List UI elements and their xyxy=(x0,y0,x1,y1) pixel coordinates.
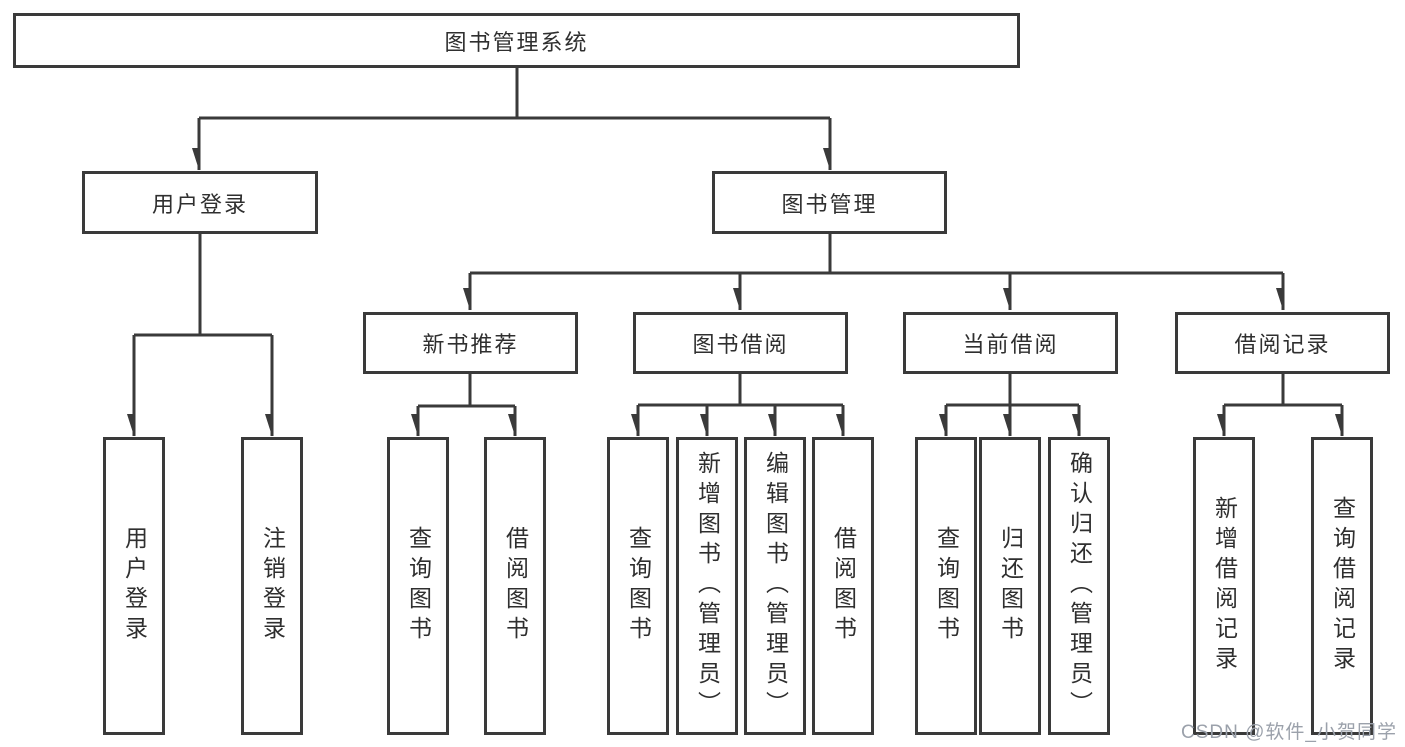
leaf-user-login-label: 用户登录 xyxy=(121,526,148,646)
leaf-return-books-label: 归还图书 xyxy=(997,526,1024,646)
leaf-confirm-return-admin: 确认归还（管理员） xyxy=(1048,437,1110,735)
watermark: CSDN @软件_小贺同学 xyxy=(1181,722,1397,743)
leaf-add-borrow-record: 新增借阅记录 xyxy=(1193,437,1255,735)
node-borrowing-records-label: 借阅记录 xyxy=(1234,332,1331,357)
node-borrowing-records: 借阅记录 xyxy=(1175,312,1390,374)
leaf-edit-book-admin-label: 编辑图书（管理员） xyxy=(762,451,789,721)
node-book-management: 图书管理 xyxy=(712,171,947,234)
node-root-label: 图书管理系统 xyxy=(444,29,589,55)
leaf-add-borrow-record-label: 新增借阅记录 xyxy=(1211,496,1238,676)
leaf-query-books-current: 查询图书 xyxy=(915,437,977,735)
node-user-login-label: 用户登录 xyxy=(151,191,248,217)
leaf-add-book-admin-label: 新增图书（管理员） xyxy=(694,451,721,721)
leaf-edit-book-admin: 编辑图书（管理员） xyxy=(744,437,806,735)
leaf-add-book-admin: 新增图书（管理员） xyxy=(676,437,738,735)
node-new-book-recommendation-label: 新书推荐 xyxy=(422,332,519,357)
leaf-logout: 注销登录 xyxy=(241,437,303,735)
leaf-logout-label: 注销登录 xyxy=(259,526,286,646)
node-current-borrowing-label: 当前借阅 xyxy=(962,332,1059,357)
leaf-query-books-current-label: 查询图书 xyxy=(933,526,960,646)
leaf-query-books-borrowing: 查询图书 xyxy=(607,437,669,735)
leaf-query-borrow-record-label: 查询借阅记录 xyxy=(1329,496,1356,676)
leaf-borrow-books-recommend: 借阅图书 xyxy=(484,437,546,735)
node-book-management-label: 图书管理 xyxy=(781,191,878,217)
leaf-borrow-books-borrowing-label: 借阅图书 xyxy=(830,526,857,646)
leaf-query-books-recommend: 查询图书 xyxy=(387,437,449,735)
node-book-borrowing: 图书借阅 xyxy=(633,312,848,374)
leaf-query-borrow-record: 查询借阅记录 xyxy=(1311,437,1373,735)
node-user-login: 用户登录 xyxy=(82,171,318,234)
leaf-confirm-return-admin-label: 确认归还（管理员） xyxy=(1066,451,1093,721)
node-root: 图书管理系统 xyxy=(13,13,1020,68)
leaf-borrow-books-recommend-label: 借阅图书 xyxy=(502,526,529,646)
node-book-borrowing-label: 图书借阅 xyxy=(692,332,789,357)
leaf-return-books: 归还图书 xyxy=(979,437,1041,735)
leaf-user-login: 用户登录 xyxy=(103,437,165,735)
leaf-query-books-recommend-label: 查询图书 xyxy=(405,526,432,646)
node-current-borrowing: 当前借阅 xyxy=(903,312,1118,374)
node-new-book-recommendation: 新书推荐 xyxy=(363,312,578,374)
leaf-borrow-books-borrowing: 借阅图书 xyxy=(812,437,874,735)
leaf-query-books-borrowing-label: 查询图书 xyxy=(625,526,652,646)
